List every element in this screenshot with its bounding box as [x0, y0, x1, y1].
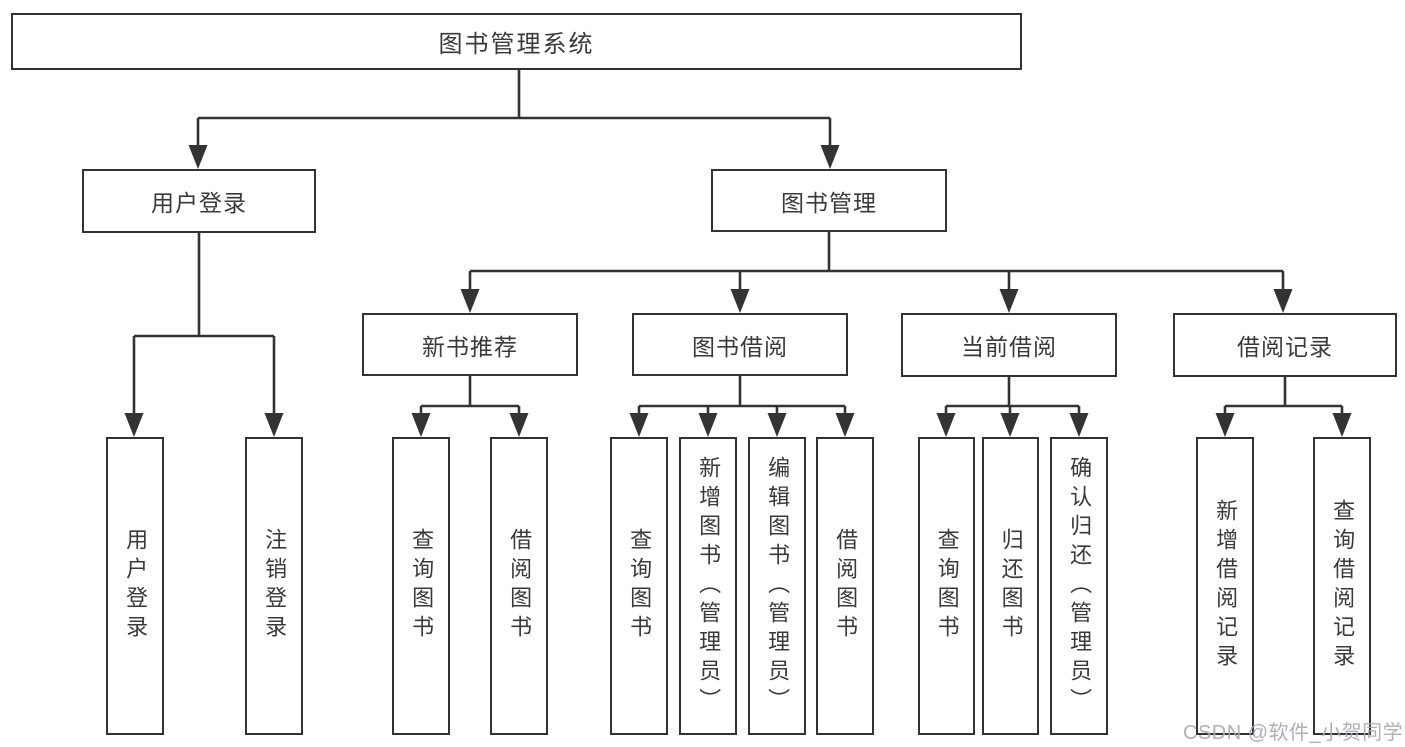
- connector-book-borrowing: [637, 376, 847, 420]
- arrowhead: [1332, 413, 1352, 437]
- connector-user-login: [132, 233, 276, 420]
- leaf-borrow-books-recommend: 借阅图书: [490, 437, 548, 735]
- connector-root-stem: [196, 70, 832, 152]
- arrowhead: [1069, 413, 1089, 437]
- leaf-query-books-borrowing: 查询图书: [610, 437, 668, 735]
- arrowhead: [629, 413, 649, 437]
- arrowhead: [411, 413, 431, 437]
- arrowhead: [767, 413, 787, 437]
- arrowhead: [730, 289, 750, 313]
- leaf-query-books-recommend: 查询图书: [392, 437, 450, 735]
- connector-book-management: [468, 232, 1285, 296]
- leaf-user-login: 用户登录: [106, 437, 164, 735]
- leaf-label: 用户登录: [123, 528, 149, 644]
- arrowhead: [999, 289, 1019, 313]
- arrowhead: [936, 413, 956, 437]
- node-current-borrowing: 当前借阅: [901, 313, 1117, 377]
- arrowhead: [698, 413, 718, 437]
- leaf-label: 确认归还（管理员）: [1067, 455, 1093, 717]
- leaf-query-books-current: 查询图书: [918, 437, 975, 735]
- node-book-borrowing: 图书借阅: [632, 313, 848, 376]
- leaf-confirm-return-admin: 确认归还（管理员）: [1050, 437, 1108, 735]
- leaf-edit-book-admin: 编辑图书（管理员）: [748, 437, 806, 735]
- leaf-label: 编辑图书（管理员）: [765, 455, 791, 717]
- arrowhead: [1273, 289, 1293, 313]
- leaf-label: 归还图书: [998, 528, 1024, 644]
- leaf-logout: 注销登录: [245, 437, 303, 735]
- connector-new-book: [419, 376, 521, 420]
- leaf-label: 新增借阅记录: [1213, 499, 1239, 673]
- leaf-query-borrow-record: 查询借阅记录: [1313, 437, 1371, 735]
- leaf-add-borrow-record: 新增借阅记录: [1196, 437, 1254, 735]
- leaf-add-book-admin: 新增图书（管理员）: [679, 437, 737, 735]
- leaf-label: 注销登录: [262, 528, 288, 644]
- leaf-borrow-books: 借阅图书: [816, 437, 874, 735]
- arrowhead: [835, 413, 855, 437]
- connector-borrowing-records: [1223, 377, 1344, 420]
- arrowhead: [124, 413, 144, 437]
- arrowhead: [820, 145, 840, 169]
- leaf-label: 借阅图书: [507, 528, 533, 644]
- arrowhead: [1000, 413, 1020, 437]
- arrowhead: [188, 145, 208, 169]
- node-borrowing-records: 借阅记录: [1173, 313, 1397, 377]
- node-library-management-system: 图书管理系统: [11, 13, 1022, 70]
- node-book-management: 图书管理: [711, 169, 947, 232]
- watermark: CSDN @软件_小贺同学: [1183, 722, 1404, 744]
- leaf-label: 借阅图书: [833, 528, 859, 644]
- node-user-login: 用户登录: [82, 169, 316, 233]
- node-new-book-recommendation: 新书推荐: [362, 313, 578, 376]
- leaf-label: 查询借阅记录: [1330, 499, 1356, 673]
- leaf-label: 查询图书: [409, 528, 435, 644]
- leaf-label: 新增图书（管理员）: [696, 455, 722, 717]
- leaf-label: 查询图书: [934, 528, 960, 644]
- arrowhead: [509, 413, 529, 437]
- arrowhead: [460, 289, 480, 313]
- arrowhead: [264, 413, 284, 437]
- leaf-label: 查询图书: [627, 528, 653, 644]
- leaf-return-book: 归还图书: [982, 437, 1039, 735]
- arrowhead: [1215, 413, 1235, 437]
